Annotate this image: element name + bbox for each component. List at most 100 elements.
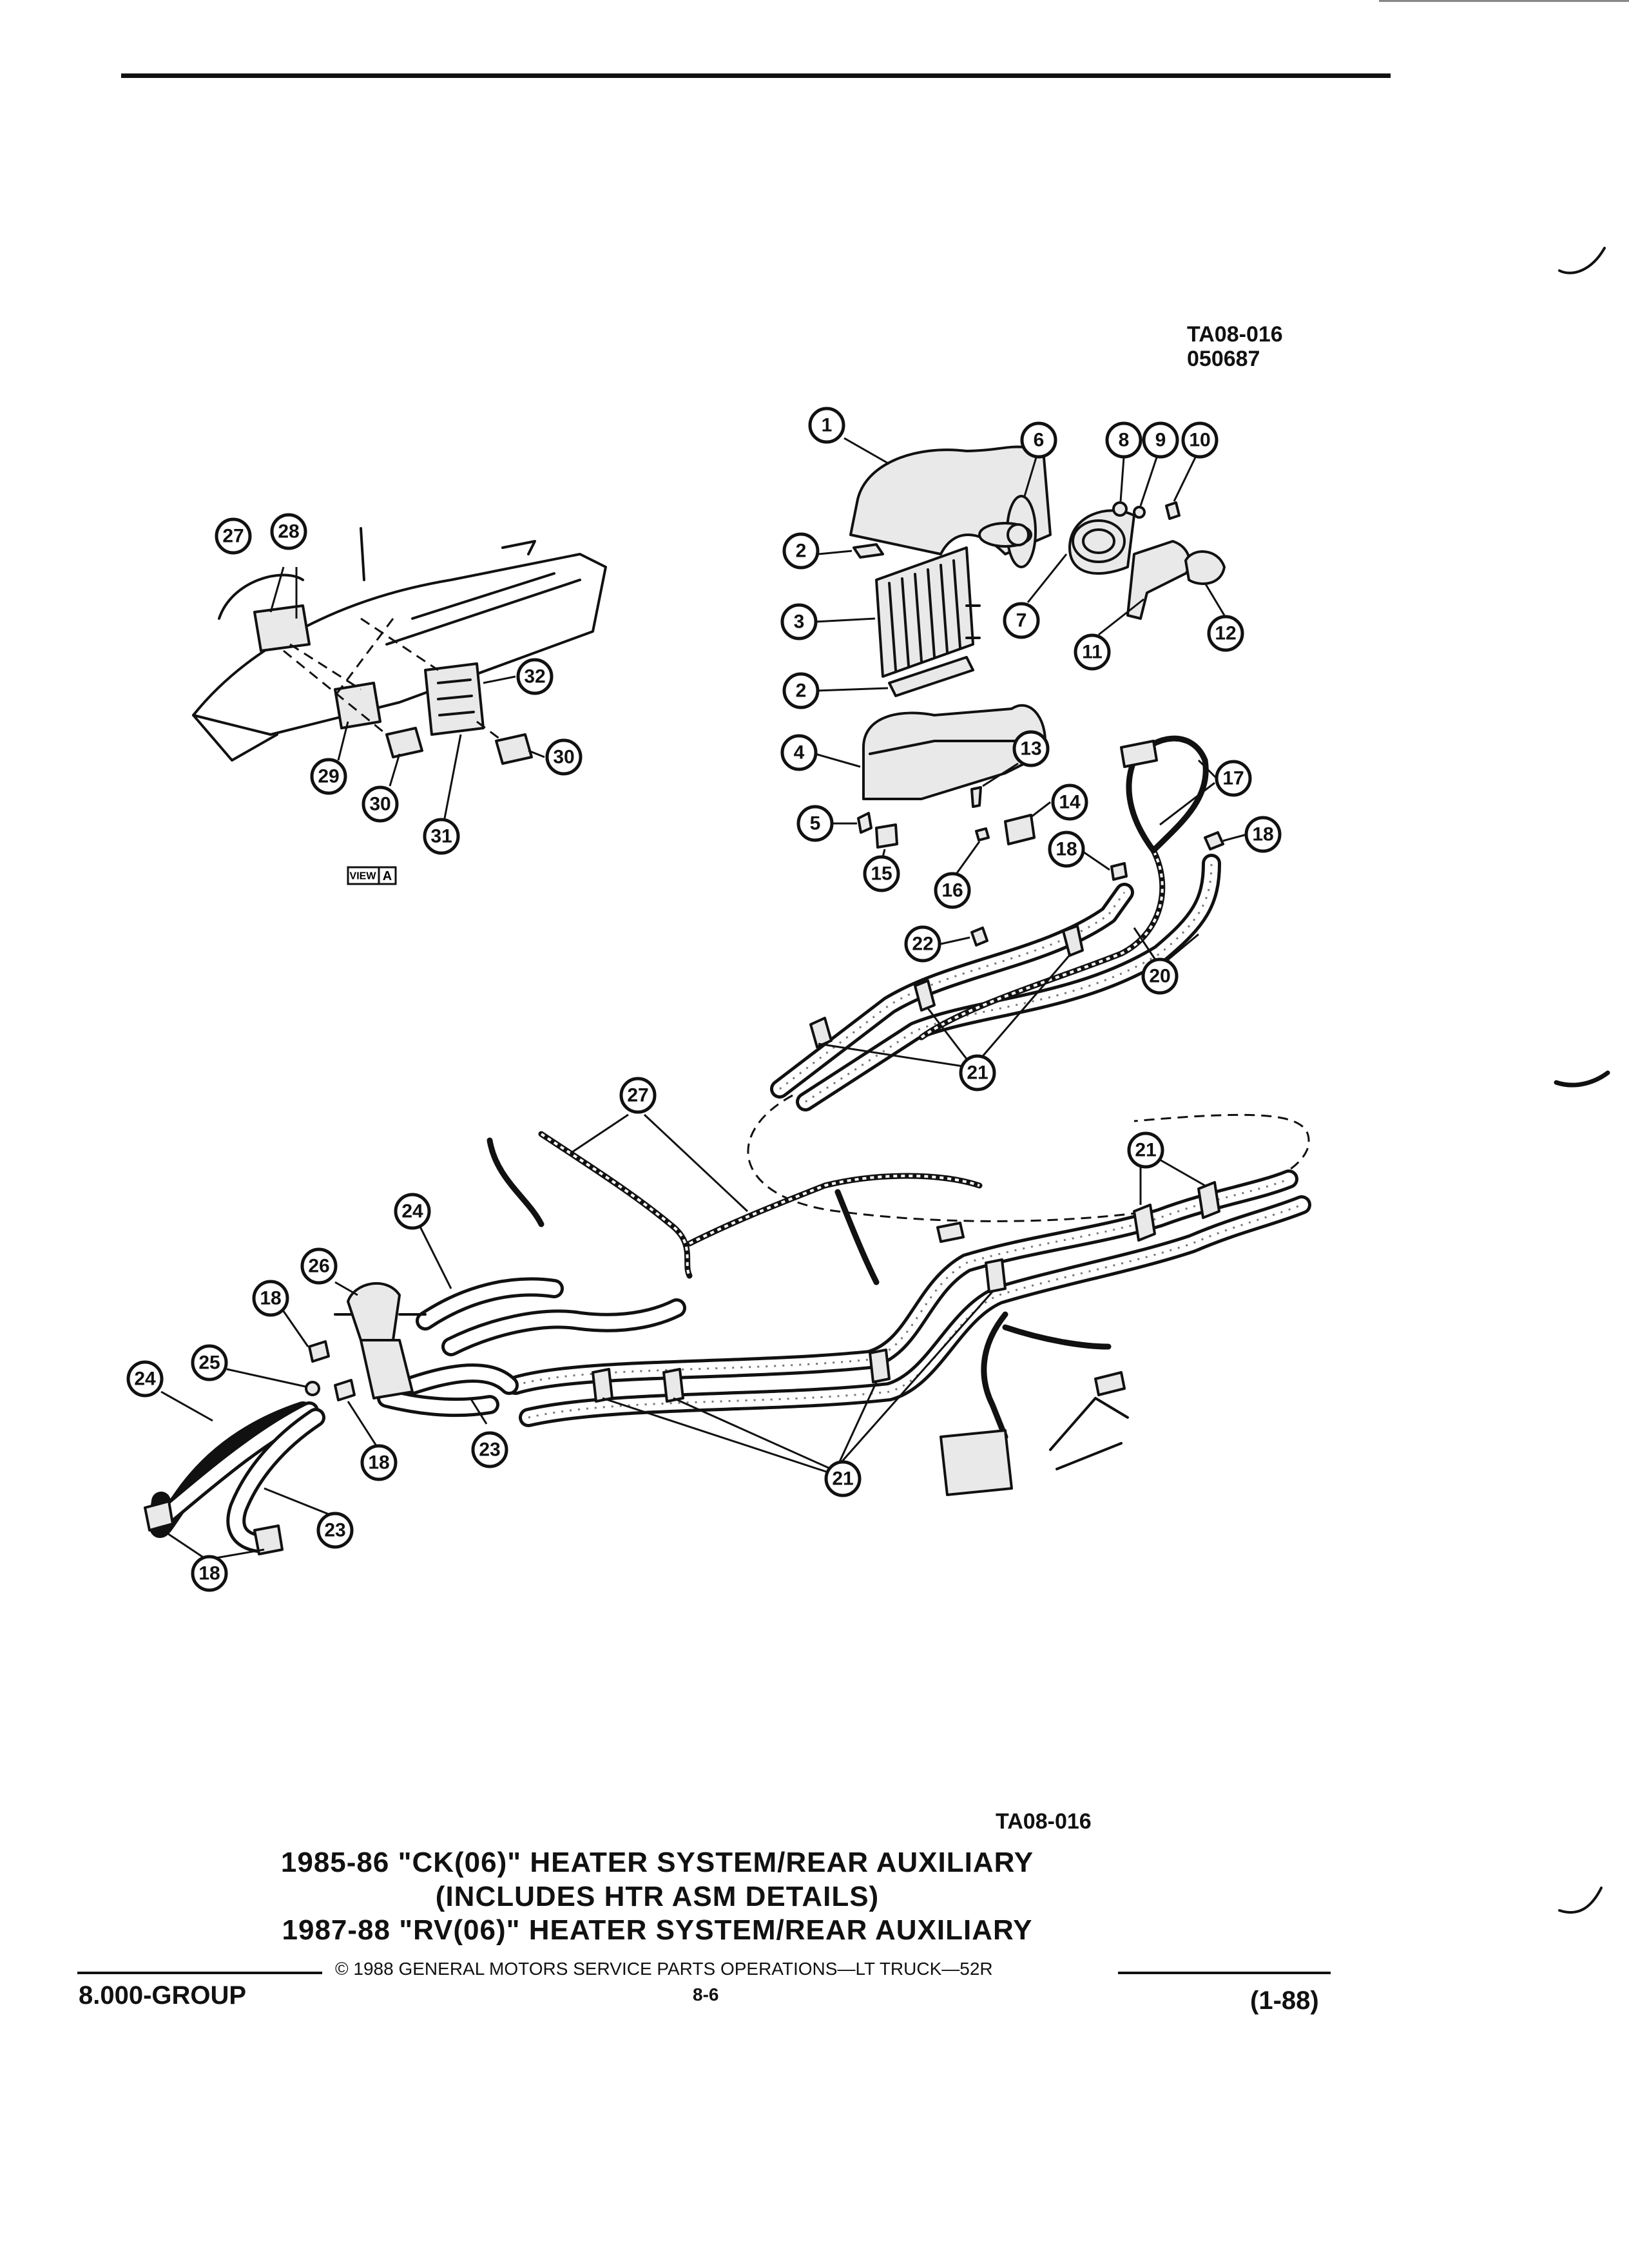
callout-15-label: 15 xyxy=(871,863,892,885)
callout-14-label: 14 xyxy=(1059,792,1081,813)
callout-18-b-label: 18 xyxy=(1252,824,1273,845)
callout-12-label: 12 xyxy=(1215,623,1236,644)
callout-24-upper-label: 24 xyxy=(401,1201,423,1222)
valve-and-hoses xyxy=(144,1224,686,1561)
callout-7-label: 7 xyxy=(1016,610,1027,631)
callout-30-left-label: 30 xyxy=(369,794,390,815)
callout-1: 1 xyxy=(808,407,845,444)
callout-1-label: 1 xyxy=(822,415,833,436)
callout-17-label: 17 xyxy=(1222,768,1244,789)
callout-2-lower: 2 xyxy=(782,672,820,709)
caption-line-1: 1985-86 "CK(06)" HEATER SYSTEM/REAR AUXI… xyxy=(280,1847,1034,1878)
callout-30-right-label: 30 xyxy=(553,747,574,768)
callout-25-label: 25 xyxy=(198,1352,220,1374)
callout-29: 29 xyxy=(310,758,347,795)
callout-13: 13 xyxy=(1012,730,1050,767)
callout-31: 31 xyxy=(423,818,460,855)
callout-27-view-a-label: 27 xyxy=(222,526,244,547)
callout-6-label: 6 xyxy=(1034,430,1045,451)
reference-date: 050687 xyxy=(1187,347,1260,371)
callout-30-right: 30 xyxy=(545,738,583,776)
callout-16-label: 16 xyxy=(941,880,963,901)
callout-6: 6 xyxy=(1020,421,1057,459)
callout-10-label: 10 xyxy=(1189,430,1210,451)
callout-20: 20 xyxy=(1141,957,1179,995)
callout-18-d: 18 xyxy=(360,1444,398,1481)
callout-18-c-label: 18 xyxy=(260,1288,281,1309)
footer-date: (1-88) xyxy=(1250,1986,1319,2015)
callout-22: 22 xyxy=(904,925,941,963)
callout-15: 15 xyxy=(863,855,900,892)
callout-5-label: 5 xyxy=(810,813,821,834)
margin-mark-1 xyxy=(1558,247,1606,274)
callout-2-upper: 2 xyxy=(782,532,820,570)
callout-30-left: 30 xyxy=(361,785,399,823)
callout-22-label: 22 xyxy=(912,934,933,955)
callout-24-lower-label: 24 xyxy=(134,1369,156,1390)
callout-24-lower: 24 xyxy=(126,1360,164,1398)
callout-4: 4 xyxy=(780,734,818,771)
footer-page-number: 8-6 xyxy=(693,1984,719,2004)
callout-3: 3 xyxy=(780,603,818,640)
callout-23-lower: 23 xyxy=(316,1512,354,1549)
callout-18-a-label: 18 xyxy=(1055,839,1077,860)
caption-line-2: (INCLUDES HTR ASM DETAILS) xyxy=(435,1881,880,1912)
callout-17: 17 xyxy=(1215,760,1252,797)
callout-21-lower: 21 xyxy=(824,1460,862,1497)
callout-2-upper-label: 2 xyxy=(796,541,807,562)
callout-9-label: 9 xyxy=(1155,430,1166,451)
corner-rule xyxy=(1379,0,1629,2)
heater-assembly xyxy=(815,437,1226,874)
lower-hose-run xyxy=(487,1113,1311,1496)
callout-32: 32 xyxy=(516,658,554,695)
callout-18-e: 18 xyxy=(191,1555,228,1592)
view-a-panel xyxy=(192,527,607,819)
callout-3-label: 3 xyxy=(794,611,805,633)
callout-4-label: 4 xyxy=(794,742,805,764)
reference-code: TA08-016 xyxy=(1187,322,1283,347)
callout-11: 11 xyxy=(1074,633,1111,671)
callout-27-lower-label: 27 xyxy=(627,1085,648,1106)
callout-23-upper: 23 xyxy=(471,1431,508,1468)
callout-26: 26 xyxy=(300,1247,338,1285)
callout-12: 12 xyxy=(1207,615,1244,652)
caption-line-3: 1987-88 "RV(06)" HEATER SYSTEM/REAR AUXI… xyxy=(282,1914,1033,1946)
callout-23-lower-label: 23 xyxy=(324,1520,345,1541)
view-a-letter: A xyxy=(383,869,392,883)
callout-11-label: 11 xyxy=(1082,642,1103,663)
callout-7: 7 xyxy=(1003,602,1040,639)
callout-26-label: 26 xyxy=(308,1256,329,1277)
callout-23-upper-label: 23 xyxy=(479,1439,500,1461)
callout-31-label: 31 xyxy=(430,826,452,847)
view-a-box: VIEW A xyxy=(347,866,397,885)
callout-9: 9 xyxy=(1142,421,1179,459)
callout-5: 5 xyxy=(796,805,834,842)
callout-21-upper: 21 xyxy=(959,1054,996,1091)
callout-18-b: 18 xyxy=(1244,816,1282,853)
callout-18-e-label: 18 xyxy=(198,1563,220,1584)
callout-10: 10 xyxy=(1181,421,1219,459)
callout-13-label: 13 xyxy=(1020,738,1041,760)
callout-25: 25 xyxy=(191,1344,228,1381)
callout-21-right-label: 21 xyxy=(1135,1140,1156,1161)
callout-18-c: 18 xyxy=(252,1280,289,1317)
footer-rule-left xyxy=(77,1972,322,1974)
callout-28: 28 xyxy=(270,513,307,550)
callout-8-label: 8 xyxy=(1119,430,1130,451)
view-a-text: VIEW xyxy=(350,871,377,882)
footer-copyright: © 1988 GENERAL MOTORS SERVICE PARTS OPER… xyxy=(335,1959,993,1979)
callout-20-label: 20 xyxy=(1149,966,1170,987)
callout-14: 14 xyxy=(1051,783,1088,821)
callout-24-upper: 24 xyxy=(394,1193,431,1230)
callout-29-label: 29 xyxy=(318,766,339,787)
callout-27-lower: 27 xyxy=(619,1077,657,1114)
callout-21-upper-label: 21 xyxy=(967,1062,988,1084)
callout-21-right: 21 xyxy=(1127,1131,1164,1169)
callout-21-lower-label: 21 xyxy=(832,1468,853,1490)
callout-27-view-a: 27 xyxy=(215,517,252,555)
margin-mark-3 xyxy=(1558,1887,1603,1914)
upper-hose-run xyxy=(770,735,1248,1111)
footer-rule-right xyxy=(1118,1972,1331,1974)
